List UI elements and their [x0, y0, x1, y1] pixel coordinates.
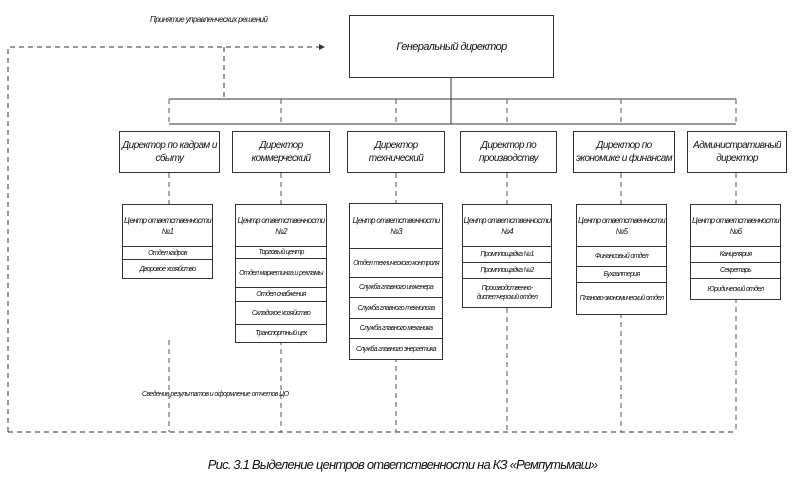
director-box-finance: Директор по экономике и финансам	[573, 131, 675, 173]
center-unit: Отдел маркетинга и рекламы	[236, 259, 326, 288]
center-unit: Секретарь	[691, 263, 780, 279]
center-title: Центр ответственности №4	[463, 205, 551, 247]
director-box-admin: Административный директор	[687, 131, 787, 173]
director-box-technical: Директор технический	[347, 131, 445, 173]
center-unit: Промплощадка №2	[463, 263, 551, 279]
center-box-3: Центр ответственности №3 Отдел техническ…	[349, 203, 443, 360]
center-unit: Отдел снабжения	[236, 288, 326, 302]
center-unit: Складское хозяйство	[236, 302, 326, 325]
center-unit: Отдел кадров	[123, 247, 212, 260]
center-title: Центр ответственности №6	[691, 205, 780, 247]
center-box-2: Центр ответственности №2 Торговый центр …	[235, 204, 327, 343]
director-box-production: Директор по производству	[460, 131, 557, 173]
center-unit: Дворовое хозяйство	[139, 265, 196, 273]
figure-caption: Рис. 3.1 Выделение центров ответственнос…	[207, 457, 598, 472]
center-title: Центр ответственности №3	[350, 204, 442, 249]
center-unit: Юридический отдел	[707, 285, 765, 293]
center-unit: Служба главного инженера	[350, 278, 442, 298]
report-note: Сведение результатов и оформление отчето…	[142, 391, 289, 398]
center-title: Центр ответственности №1	[123, 205, 212, 247]
center-box-5: Центр ответственности №5 Финансовый отде…	[576, 204, 667, 315]
center-unit: Транспортный цех	[255, 330, 307, 337]
center-unit: Бухгалтерия	[577, 267, 666, 283]
center-unit: Промплощадка №1	[463, 247, 551, 263]
decision-note: Принятие управленческих решений	[150, 15, 268, 24]
decision-arrow	[7, 44, 325, 432]
center-unit: Торговый центр	[236, 247, 326, 259]
general-director-box: Генеральный директор	[349, 15, 554, 78]
center-unit: Производственно-диспетчерский отдел	[476, 285, 538, 301]
center-title: Центр ответственности №5	[577, 205, 666, 247]
center-unit: Канцелярия	[691, 247, 780, 263]
center-unit: Финансовый отдел	[577, 247, 666, 267]
center-unit: Отдел технического контроля	[350, 249, 442, 278]
center-box-1: Центр ответственности №1 Отдел кадров Дв…	[122, 204, 213, 279]
center-unit: Планово-экономический отдел	[579, 295, 664, 302]
center-unit: Служба главного технолога	[350, 298, 442, 319]
center-box-4: Центр ответственности №4 Промплощадка №1…	[462, 204, 552, 308]
director-box-commercial: Директор коммерческий	[232, 131, 330, 173]
center-box-6: Центр ответственности №6 Канцелярия Секр…	[690, 204, 781, 300]
director-box-hr-sales: Директор по кадрам и сбыту	[119, 131, 220, 173]
center-unit: Служба главного энергетика	[356, 345, 437, 353]
center-unit: Служба главного механика	[350, 319, 442, 339]
center-title: Центр ответственности №2	[236, 205, 326, 247]
